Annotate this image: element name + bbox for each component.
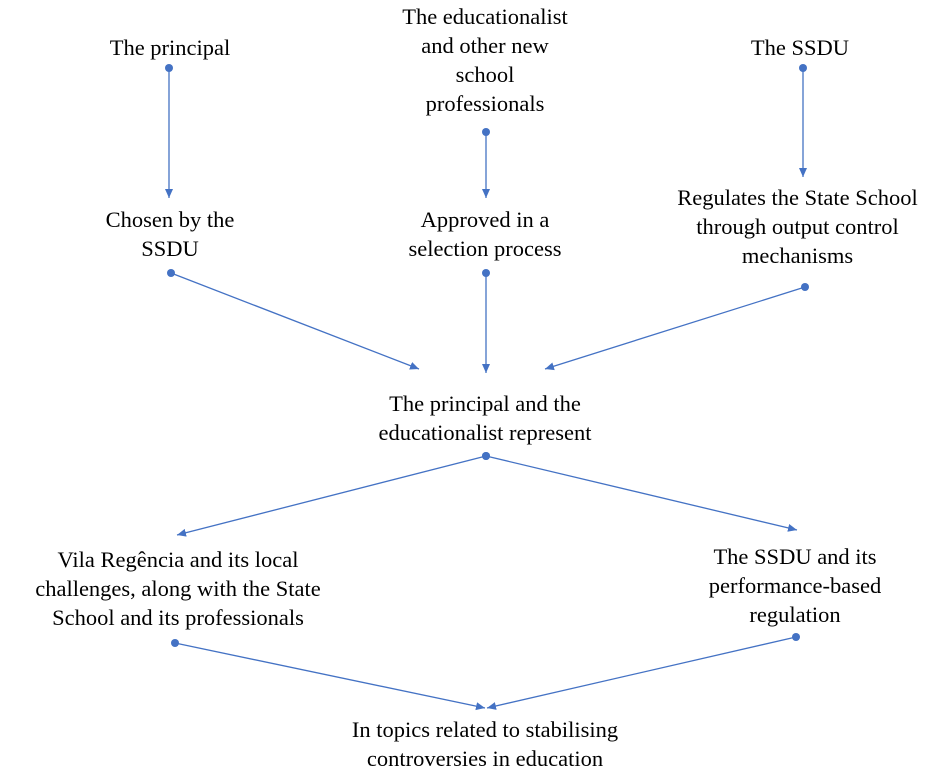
arrow-represent-to-vila — [176, 452, 490, 537]
arrow-vila-to-topics — [171, 639, 486, 711]
connector-start-dot — [171, 639, 179, 647]
connector-start-dot — [801, 283, 809, 291]
node-principal-educationalist-represent: The principal and the educationalist rep… — [378, 391, 592, 445]
arrow-chosen-to-represent — [167, 269, 420, 370]
node-approved-selection: Approved in a selection process — [408, 207, 562, 261]
connector-start-dot — [792, 633, 800, 641]
connector-line — [170, 272, 420, 370]
connector-start-dot — [482, 269, 490, 277]
node-educationalist: The educationalist and other new school … — [402, 4, 568, 116]
connector-line — [174, 642, 486, 711]
node-the-principal: The principal — [109, 35, 231, 60]
connector-start-dot — [482, 128, 490, 136]
arrow-regulates-to-represent — [544, 283, 809, 371]
arrow-ssdu-to-regulates — [799, 64, 807, 177]
connector-start-dot — [165, 64, 173, 72]
node-ssdu-regulation: The SSDU and its performance-based regul… — [708, 544, 882, 627]
arrow-principal-to-chosen — [165, 64, 173, 198]
node-stabilising-controversies: In topics related to stabilising controv… — [351, 717, 619, 771]
connector-line — [176, 455, 487, 537]
connector-start-dot — [799, 64, 807, 72]
node-the-ssdu: The SSDU — [750, 35, 850, 60]
node-chosen-by-ssdu: Chosen by the SSDU — [105, 207, 235, 261]
arrow-approved-to-represent — [482, 269, 490, 373]
node-vila-regencia: Vila Regência and its local challenges, … — [35, 547, 321, 630]
connector-start-dot — [482, 452, 490, 460]
arrow-represent-to-ssdu-regulation — [482, 452, 798, 532]
node-regulates-state-school: Regulates the State School through outpu… — [677, 185, 918, 268]
connector-start-dot — [167, 269, 175, 277]
connector-line — [544, 286, 806, 371]
arrow-educationalist-to-approved — [482, 128, 490, 198]
connector-line — [486, 636, 797, 710]
connector-line — [485, 455, 798, 532]
arrow-ssdu-regulation-to-topics — [486, 633, 800, 710]
